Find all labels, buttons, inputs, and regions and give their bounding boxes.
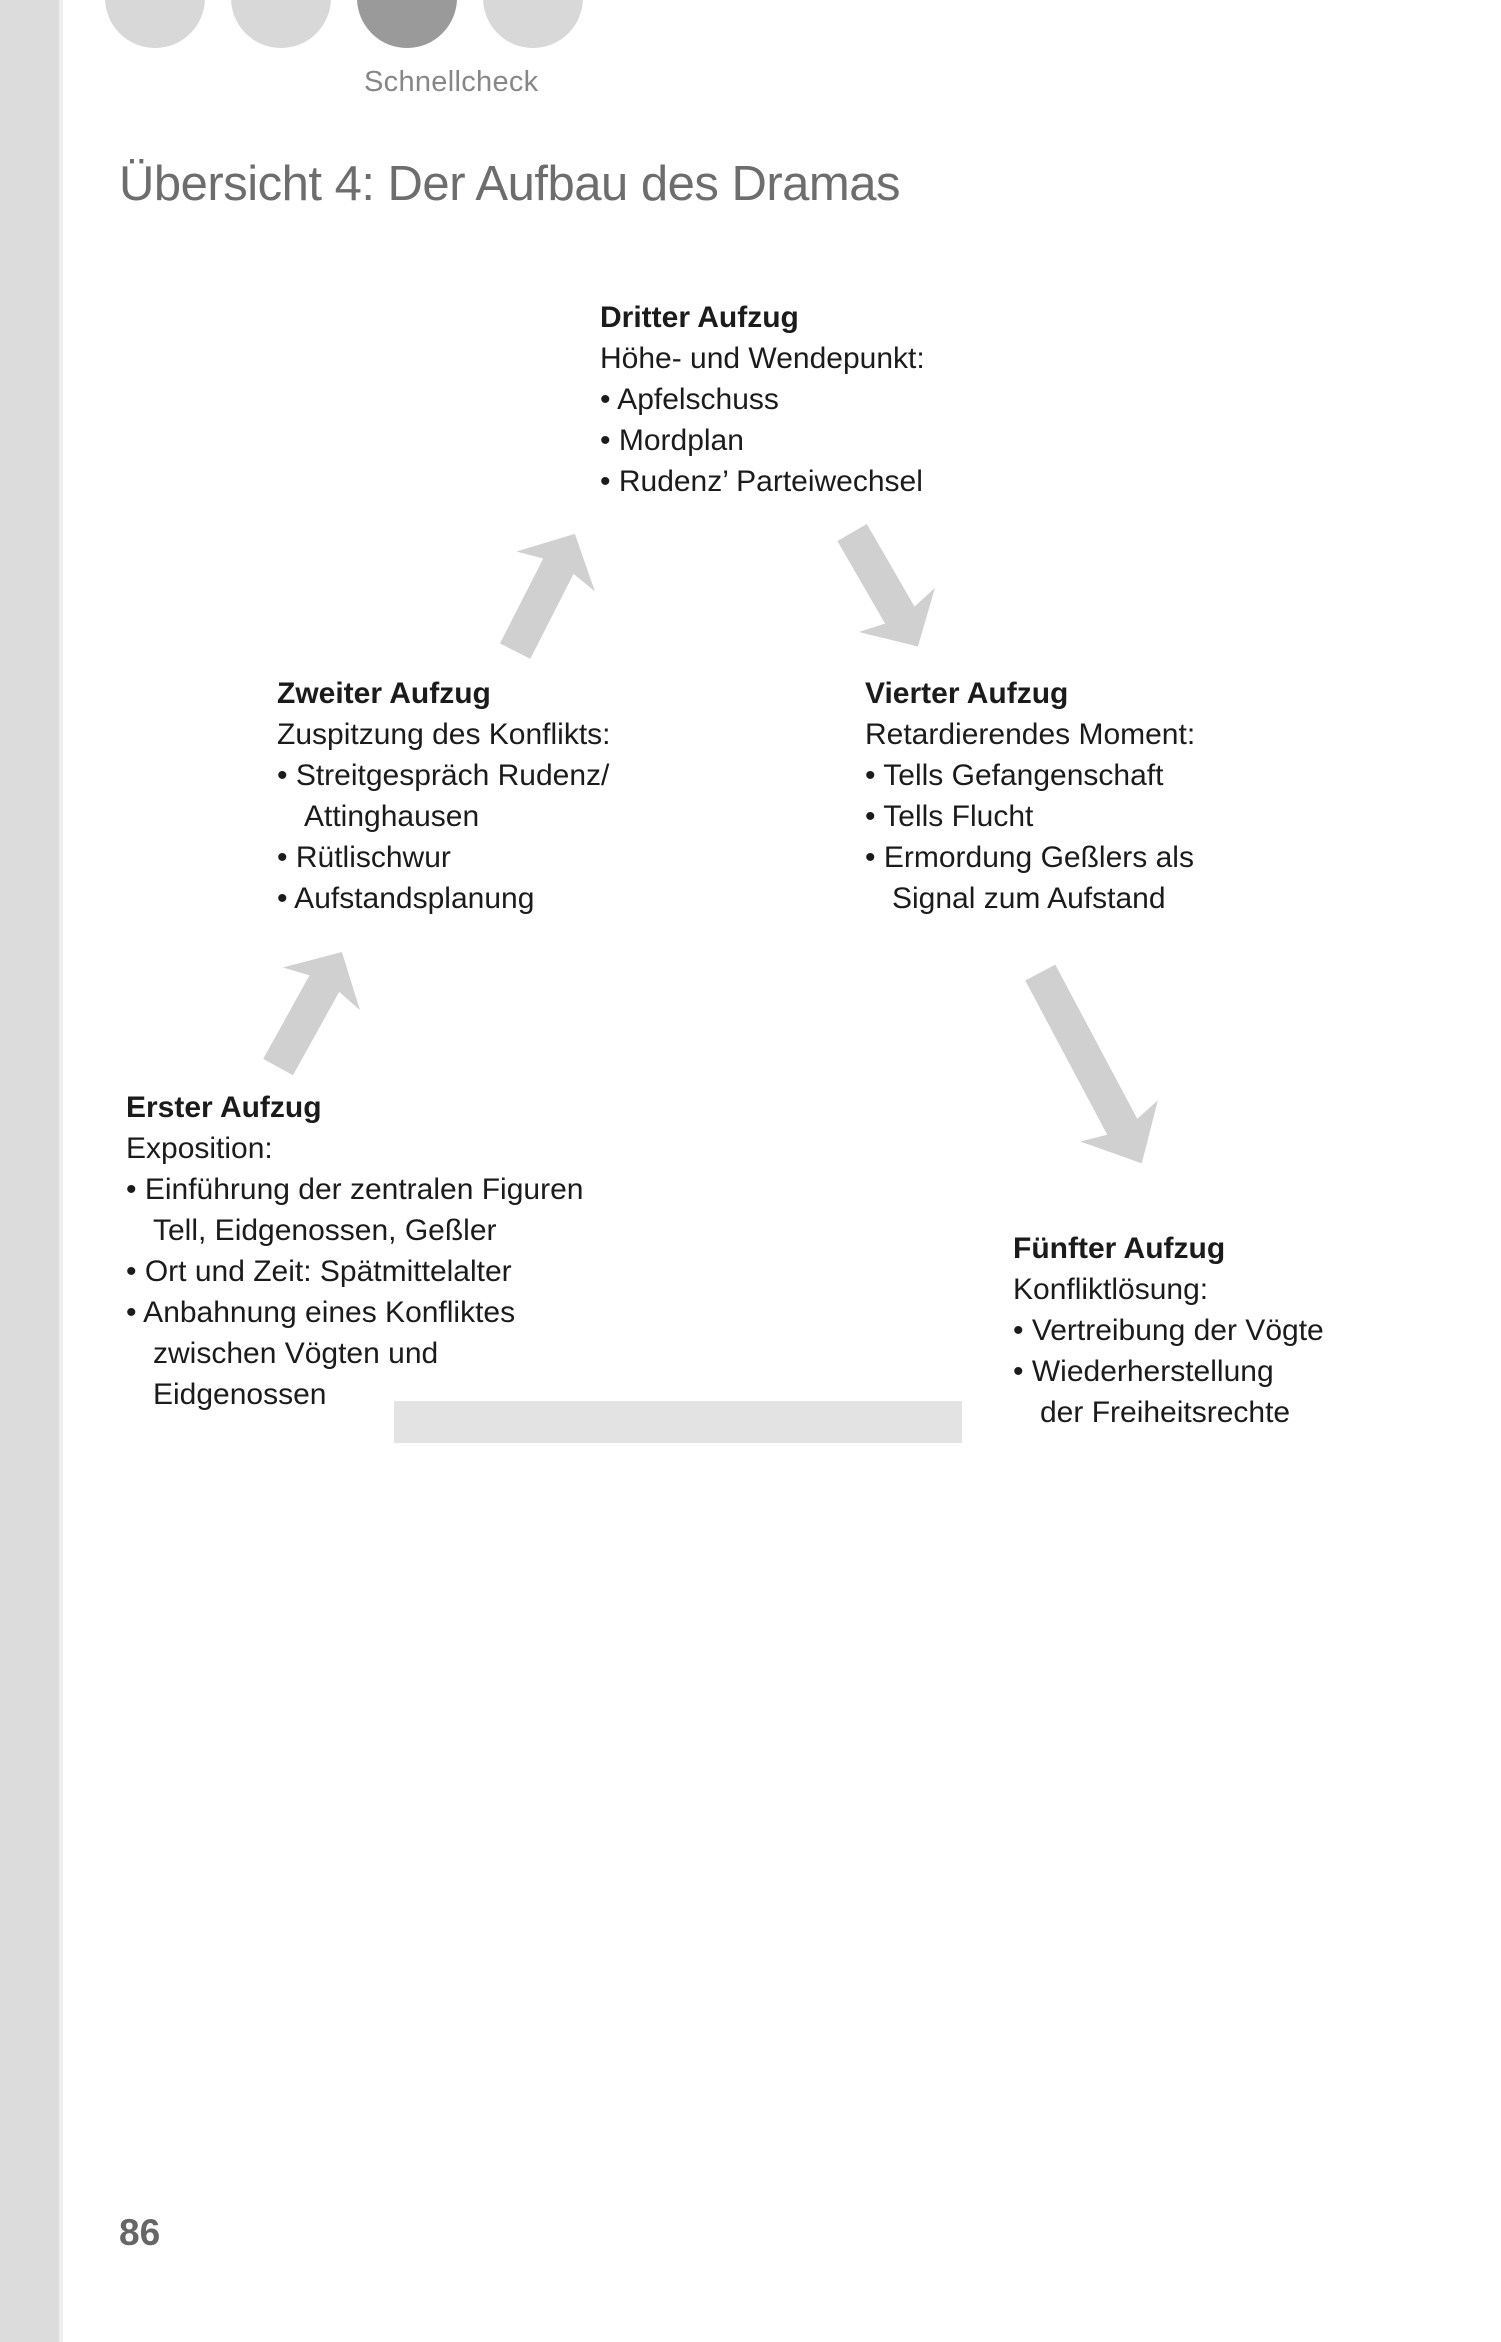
act-line: Tell, Eidgenossen, Geßler bbox=[153, 1214, 497, 1247]
page-title: Übersicht 4: Der Aufbau des Dramas bbox=[119, 157, 900, 211]
act-heading: Dritter Aufzug bbox=[600, 301, 799, 334]
act-line: • Streitgespräch Rudenz/ bbox=[277, 759, 610, 792]
act-line: • Rudenz’ Parteiwechsel bbox=[600, 465, 923, 498]
arrow-dritter-to-vierter-icon bbox=[812, 509, 957, 671]
act-line: Attinghausen bbox=[304, 800, 480, 833]
arrow-erster-to-zweiter-icon bbox=[238, 929, 382, 1091]
act-line: • Ermordung Geßlers als bbox=[865, 841, 1194, 874]
act-heading: Erster Aufzug bbox=[126, 1091, 322, 1124]
act-heading: Vierter Aufzug bbox=[865, 677, 1069, 710]
act-line: • Tells Gefangenschaft bbox=[865, 759, 1164, 792]
act-block-vierter: Vierter Aufzug Retardierendes Moment: • … bbox=[865, 673, 1195, 919]
act-line: Zuspitzung des Konflikts: bbox=[277, 718, 611, 751]
act-block-zweiter: Zweiter Aufzug Zuspitzung des Konflikts:… bbox=[277, 673, 611, 919]
section-label: Schnellcheck bbox=[364, 66, 539, 98]
arrow-zweiter-to-dritter-icon bbox=[474, 512, 615, 673]
act-line: • Ort und Zeit: Spätmittelalter bbox=[126, 1255, 512, 1288]
act-line: • Anbahnung eines Konfliktes bbox=[126, 1296, 516, 1329]
act-heading: Zweiter Aufzug bbox=[277, 677, 491, 710]
act-line: • Rütlischwur bbox=[277, 841, 451, 874]
act-line: • Mordplan bbox=[600, 424, 744, 457]
progress-dot-3-active bbox=[357, 0, 457, 48]
act-line: • Einführung der zentralen Figuren bbox=[126, 1173, 584, 1206]
page-number: 86 bbox=[119, 2212, 161, 2253]
act-line: • Aufstandsplanung bbox=[277, 882, 535, 915]
page-edge-strip bbox=[0, 0, 63, 2342]
act-line: Signal zum Aufstand bbox=[892, 882, 1166, 915]
progress-dot-2 bbox=[231, 0, 331, 48]
act-line: Retardierendes Moment: bbox=[865, 718, 1196, 751]
act-line: Eidgenossen bbox=[153, 1378, 327, 1411]
act-line: • Vertreibung der Vögte bbox=[1013, 1314, 1324, 1347]
act-block-fuenfter: Fünfter Aufzug Konfliktlösung: • Vertrei… bbox=[1013, 1228, 1324, 1433]
act-block-erster: Erster Aufzug Exposition: • Einführung d… bbox=[126, 1087, 583, 1415]
act-line: • Apfelschuss bbox=[600, 383, 779, 416]
act-line: • Wiederherstellung bbox=[1013, 1355, 1274, 1388]
act-block-dritter: Dritter Aufzug Höhe- und Wendepunkt: • A… bbox=[600, 297, 925, 502]
act-heading: Fünfter Aufzug bbox=[1013, 1232, 1226, 1265]
act-line: Exposition: bbox=[126, 1132, 273, 1165]
act-line: der Freiheitsrechte bbox=[1040, 1396, 1291, 1429]
act-line: Höhe- und Wendepunkt: bbox=[600, 342, 925, 375]
act-line: Konfliktlösung: bbox=[1013, 1273, 1209, 1306]
act-line: • Tells Flucht bbox=[865, 800, 1034, 833]
divider-bar bbox=[394, 1401, 962, 1443]
arrow-vierter-to-fuenfter-icon bbox=[1000, 950, 1183, 1187]
act-line: zwischen Vögten und bbox=[153, 1337, 439, 1370]
progress-dot-1 bbox=[105, 0, 205, 48]
progress-dot-4 bbox=[483, 0, 583, 48]
